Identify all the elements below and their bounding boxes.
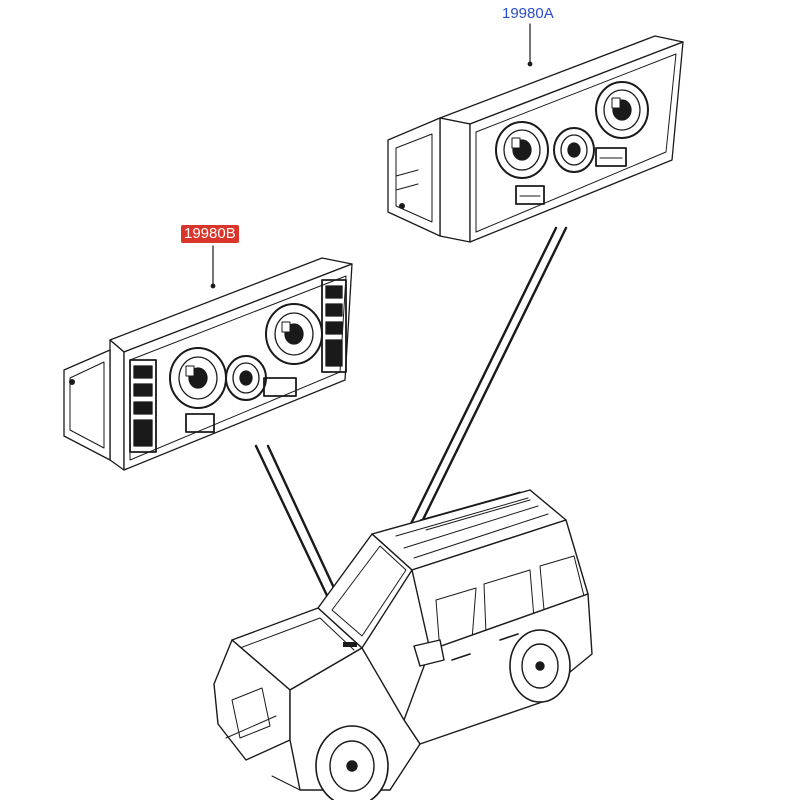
knob-left [169,347,227,409]
knob-center [553,127,595,173]
climate-control-unit-b [63,257,353,471]
front-wheel [315,725,389,800]
knob-center [225,355,267,401]
climate-control-unit-a [387,35,684,243]
switch-column-right [321,279,347,373]
knob-left [495,121,549,179]
callout-label-a: 19980A [502,5,554,22]
knob-right [595,81,649,139]
rear-wheel [509,629,571,703]
vehicle-illustration [213,489,593,800]
knob-right [265,303,323,365]
switch-column-left [129,359,157,453]
callout-label-b: 19980B [181,225,239,243]
leader-lines [210,23,533,289]
